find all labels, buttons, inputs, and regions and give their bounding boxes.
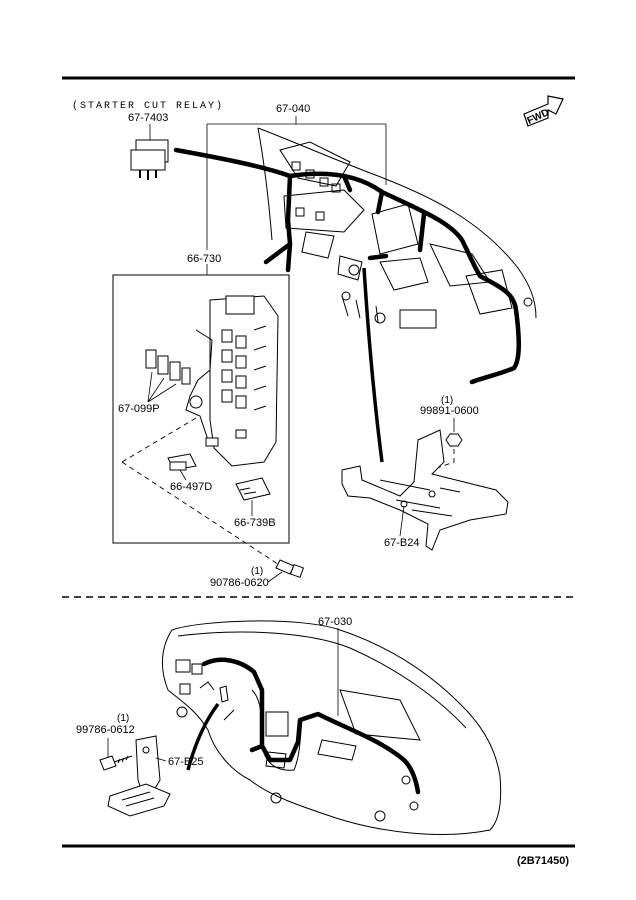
fwd-label: FWD <box>526 107 551 127</box>
nut-part-label: 99891-0600 <box>420 405 479 417</box>
fuse-cover-icon <box>167 453 197 471</box>
wiring-harness-67-030 <box>186 657 421 795</box>
connector-p-label: 67-099P <box>118 403 160 415</box>
instrument-panel-frame <box>257 127 537 329</box>
bolt2-icon <box>99 755 133 771</box>
relay-connector-group-icon <box>145 349 191 385</box>
harness-top-label: 67-040 <box>276 103 310 115</box>
nut-qty-label: (1) <box>441 395 453 406</box>
nut-icon <box>445 433 463 447</box>
cover-d-label: 66-497D <box>170 481 212 493</box>
fuse-block-body <box>185 295 279 467</box>
bracket-b24-label: 67-B24 <box>384 537 419 549</box>
fwd-arrow-icon: FWD <box>523 95 564 127</box>
clip-icon <box>235 477 271 501</box>
bracket-b25-icon <box>107 735 171 817</box>
harness-dash-label: 67-030 <box>318 616 352 628</box>
bracket-b25-label: 67-B25 <box>168 756 203 768</box>
fuse-block-label: 66-730 <box>187 253 221 265</box>
relay-part-label: 67-7403 <box>128 112 168 124</box>
bolt-qty-label: (1) <box>251 566 263 577</box>
figure-code: (2B71450) <box>517 855 569 867</box>
starter-cut-relay-icon <box>130 139 169 180</box>
bolt-part-label: 90786-0620 <box>210 577 269 589</box>
bolt-icon <box>275 559 305 579</box>
starter-cut-relay-caption: (STARTER CUT RELAY) <box>72 100 224 112</box>
bolt2-qty-label: (1) <box>117 713 129 724</box>
bracket-b24-icon <box>341 429 509 551</box>
dashboard-outline <box>161 620 502 835</box>
clip-b-label: 66-739B <box>234 517 276 529</box>
bolt2-part-label: 99786-0612 <box>76 724 135 736</box>
wiring-harness-67-040 <box>173 147 521 463</box>
fuse-block-inset <box>112 274 290 544</box>
